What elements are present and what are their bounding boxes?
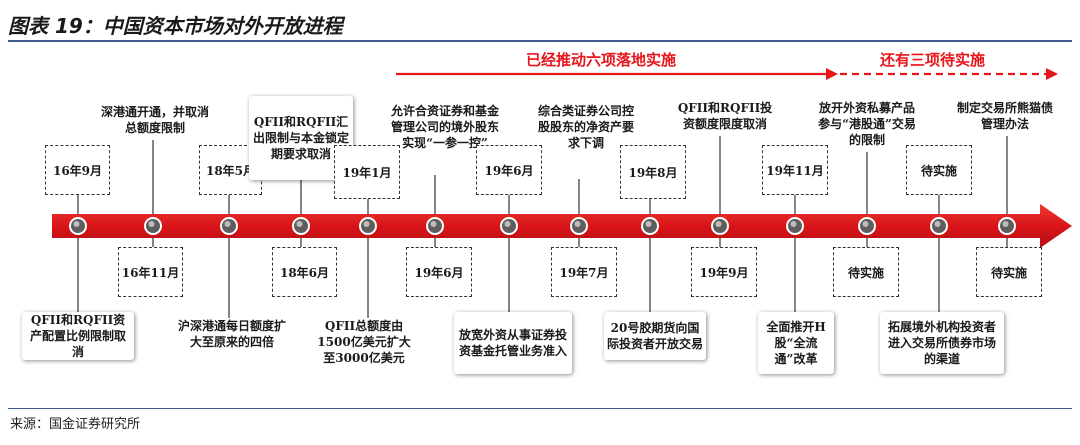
date-box: 19年6月 [476, 145, 542, 195]
timeline-dot [69, 217, 87, 235]
timeline-dot [570, 217, 588, 235]
timeline-dot [359, 217, 377, 235]
event-description: 综合类证券公司控股股东的净资产要求下调 [537, 104, 634, 150]
date-box: 19年9月 [691, 247, 757, 297]
timeline-dot [426, 217, 444, 235]
date-box: 19年8月 [620, 145, 686, 199]
date-box: 16年11月 [118, 247, 183, 297]
figure-title: 图表 19：中国资本市场对外开放进程 [8, 14, 343, 38]
event-description: 放宽外资从事证券投资基金托管业务准入 [454, 312, 572, 374]
date-box: 16年9月 [45, 145, 110, 195]
date-box: 19年1月 [334, 145, 400, 199]
footer-rule [8, 408, 1072, 409]
timeline-dot [641, 217, 659, 235]
timeline-dot [144, 217, 162, 235]
timeline-dot [786, 217, 804, 235]
event-description: 制定交易所熊猫债管理办法 [956, 101, 1053, 131]
phase-done-label: 已经推动六项落地实施 [526, 51, 677, 69]
date-box: 待实施 [833, 247, 899, 297]
date-box: 19年7月 [551, 247, 617, 297]
event-description: 20号胶期货向国际投资者开放交易 [604, 312, 706, 360]
timeline-dot [220, 217, 238, 235]
date-box: 待实施 [976, 247, 1042, 297]
title-rule [8, 40, 1072, 42]
date-box: 待实施 [906, 145, 972, 195]
phase-pending-arrowhead [1046, 68, 1058, 80]
event-description: QFII总额度由1500亿美元扩大至3000亿美元 [317, 319, 411, 365]
timeline-dot [711, 217, 729, 235]
event-description: 全面推开H股“全流通”改革 [758, 312, 834, 374]
timeline-dot [500, 217, 518, 235]
event-description: 拓展境外机构投资者进入交易所债券市场的渠道 [880, 312, 1004, 374]
timeline-arrow [52, 204, 1072, 248]
phase-pending-label: 还有三项待实施 [880, 51, 986, 69]
event-description: QFII和RQFII投资额度限度取消 [677, 101, 773, 131]
figure-source: 来源：国金证券研究所 [10, 417, 141, 432]
date-box: 19年6月 [406, 247, 472, 297]
event-description: 深港通开通，并取消总额度限制 [100, 105, 209, 135]
date-box: 18年6月 [272, 247, 337, 297]
timeline-dot [930, 217, 948, 235]
event-description: 放开外资私募产品参与“港股通”交易的限制 [818, 101, 916, 147]
event-description: QFII和RQFII资产配置比例限制取消 [22, 312, 134, 360]
event-description: 允许合资证券和基金管理公司的境外股东实现“一参一控” [390, 104, 499, 150]
phase-done-arrowhead [826, 68, 838, 80]
date-box: 19年11月 [762, 145, 828, 195]
event-description: 沪深港通每日额度扩大至原来的四倍 [177, 319, 286, 349]
timeline-dot [292, 217, 310, 235]
timeline-dot [858, 217, 876, 235]
timeline-dots [69, 217, 1016, 235]
timeline-dot [998, 217, 1016, 235]
